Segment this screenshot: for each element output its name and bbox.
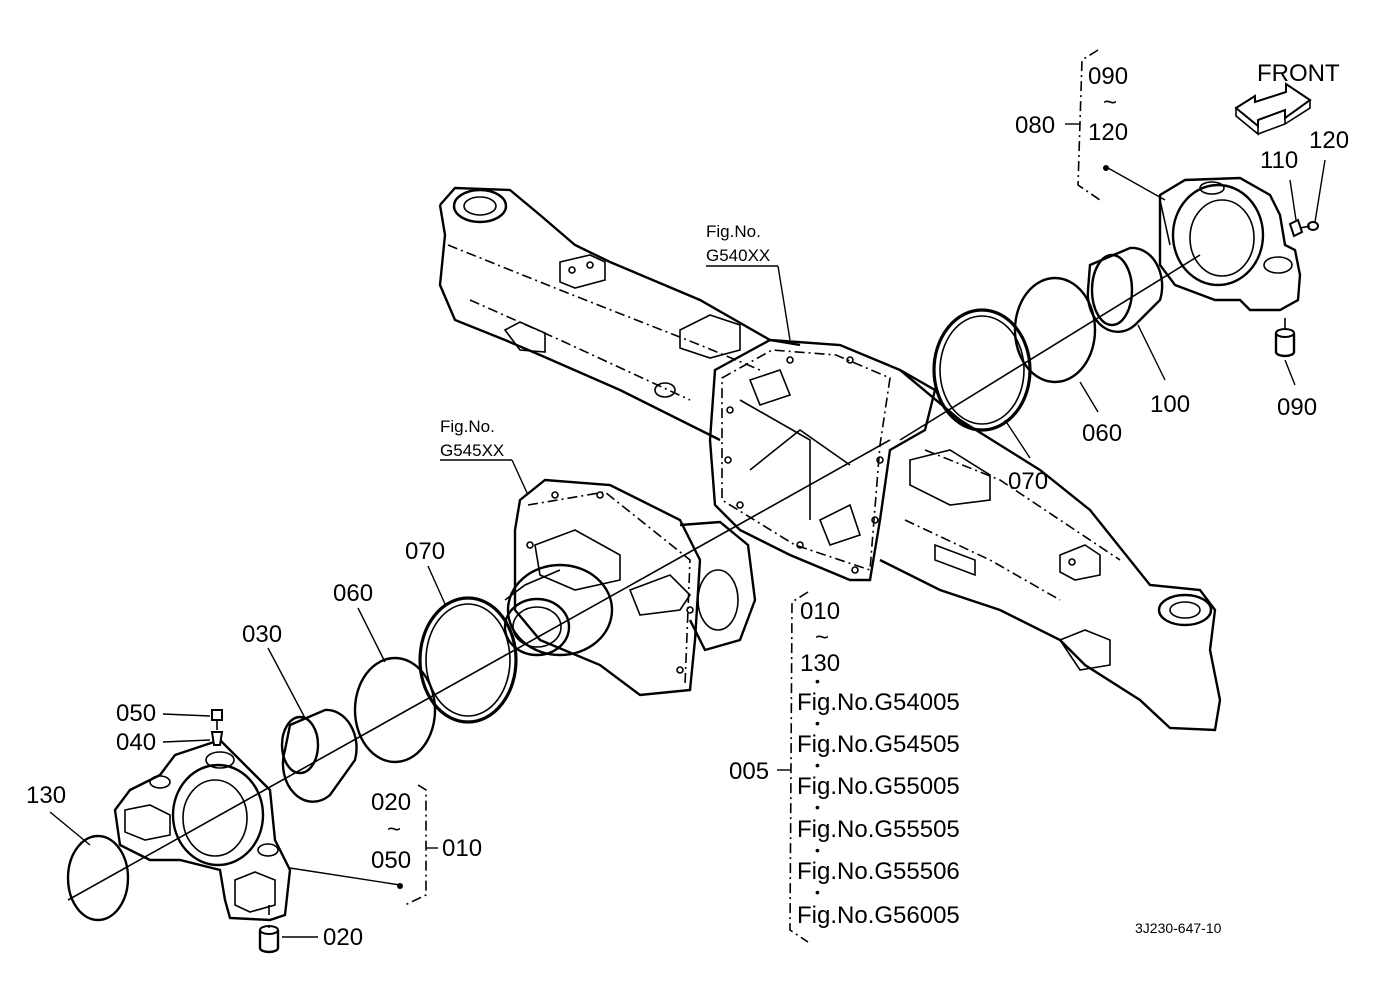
right-bracket xyxy=(1158,176,1302,312)
ring-070-left xyxy=(418,596,518,724)
callout-020: 020 xyxy=(323,924,363,951)
group-005-to: 130 xyxy=(800,650,840,677)
fig-list-item: Fig.No.G55005 xyxy=(797,773,960,800)
callout-070-right: 070 xyxy=(1008,468,1048,495)
nipple-110 xyxy=(1288,218,1304,238)
callout-060-left: 060 xyxy=(333,580,373,607)
callout-080: 080 xyxy=(1015,112,1055,139)
group-brackets xyxy=(404,49,1101,943)
bush-100 xyxy=(1086,246,1164,333)
bush-090 xyxy=(1274,328,1296,358)
left-bracket xyxy=(113,738,292,922)
group-010-from: 020 xyxy=(371,789,411,816)
final-case xyxy=(503,478,757,697)
front-arrow xyxy=(1234,82,1312,136)
labels: 130 050 040 030 060 070 020 020 ~ 050 01… xyxy=(26,60,1349,951)
ring-070-right xyxy=(932,308,1032,432)
leader-dot-010 xyxy=(397,883,403,889)
bullet: • xyxy=(815,842,820,858)
fig-ref-top-line2: G540XX xyxy=(706,246,770,265)
bullet: • xyxy=(815,715,820,731)
group-080-from: 090 xyxy=(1088,63,1128,90)
callout-005: 005 xyxy=(729,758,769,785)
callout-090: 090 xyxy=(1277,394,1317,421)
bullet: • xyxy=(815,757,820,773)
bush-020 xyxy=(258,925,280,954)
ring-060-right xyxy=(1013,276,1097,384)
fig-ref-top-line1: Fig.No. xyxy=(706,222,761,241)
callout-120: 120 xyxy=(1309,127,1349,154)
callout-050: 050 xyxy=(116,700,156,727)
fig-list-item: Fig.No.G54505 xyxy=(797,731,960,758)
callout-110: 110 xyxy=(1260,147,1298,174)
group-080-tilde: ~ xyxy=(1103,89,1117,116)
group-080-to: 120 xyxy=(1088,119,1128,146)
callout-100: 100 xyxy=(1150,391,1190,418)
ring-060-left xyxy=(353,656,437,764)
leader-lines xyxy=(49,159,1326,938)
group-005-from: 010 xyxy=(800,598,840,625)
bullet: • xyxy=(815,884,820,900)
callout-010: 010 xyxy=(442,835,482,862)
callout-030: 030 xyxy=(242,621,282,648)
group-010-to: 050 xyxy=(371,847,411,874)
leader-dot-080 xyxy=(1103,165,1109,171)
callout-040: 040 xyxy=(116,729,156,756)
fig-ref-mid-line2: G545XX xyxy=(440,441,504,460)
plug-050 xyxy=(211,709,223,721)
front-label: FRONT xyxy=(1257,60,1340,87)
fig-list-item: Fig.No.G56005 xyxy=(797,902,960,929)
nipple-040 xyxy=(210,731,224,746)
fig-list-item: Fig.No.G55506 xyxy=(797,858,960,885)
group-005-tilde: ~ xyxy=(815,624,829,651)
callout-130: 130 xyxy=(26,782,66,809)
bullet: • xyxy=(815,799,820,815)
group-010-tilde: ~ xyxy=(387,816,401,843)
oring-130 xyxy=(66,834,130,922)
fig-ref-mid-line1: Fig.No. xyxy=(440,417,495,436)
callout-060-right: 060 xyxy=(1082,420,1122,447)
fig-list-item: Fig.No.G54005 xyxy=(797,689,960,716)
bush-030 xyxy=(280,708,358,803)
drawing-code: 3J230-647-10 xyxy=(1135,920,1222,936)
callout-070-left: 070 xyxy=(405,538,445,565)
bullet: • xyxy=(815,673,820,689)
fig-list-item: Fig.No.G55505 xyxy=(797,816,960,843)
